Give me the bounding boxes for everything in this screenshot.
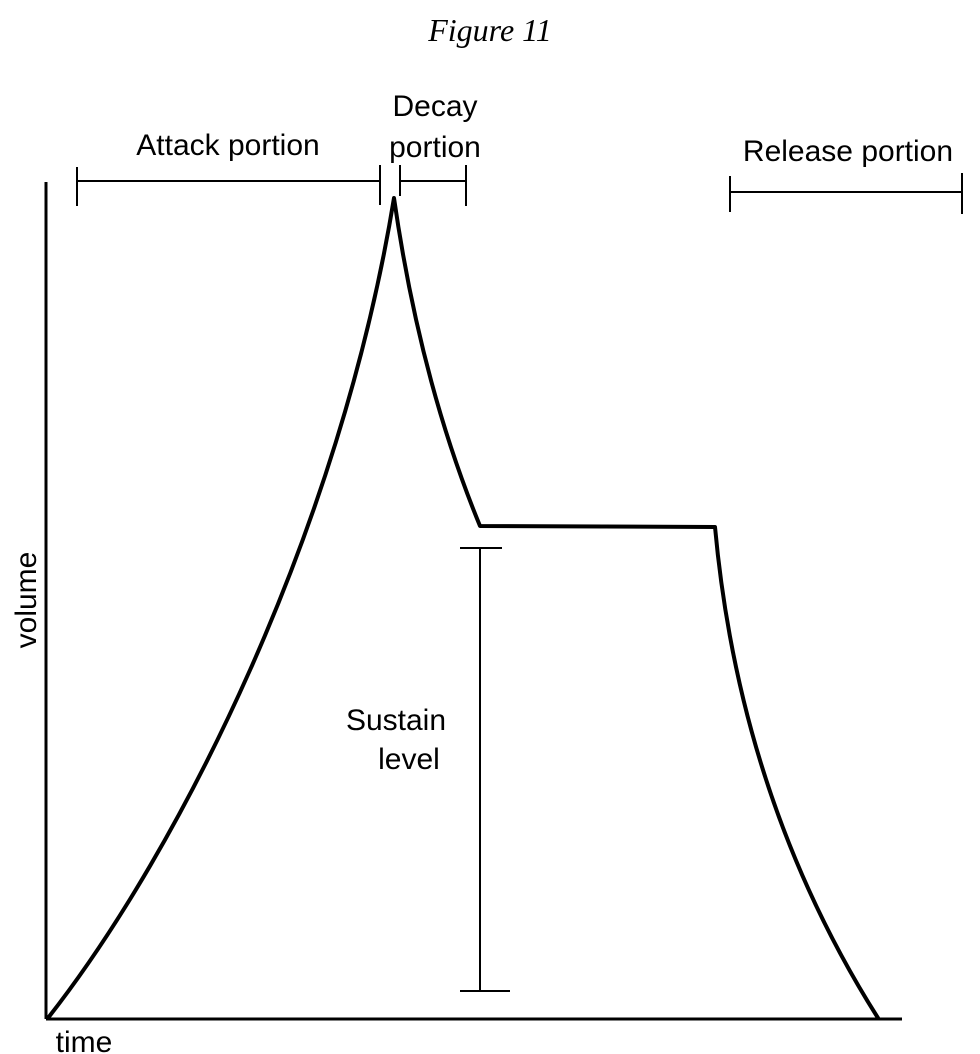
attack-portion-label: Attack portion <box>136 129 319 162</box>
sustain-level-label-line2: level <box>378 743 440 776</box>
y-axis-label: volume <box>10 552 43 649</box>
envelope-curve <box>46 196 880 1020</box>
sustain-level-label-line1: Sustain <box>346 704 446 737</box>
sustain-level-bracket <box>460 547 510 992</box>
release-portion-label: Release portion <box>743 135 953 168</box>
figure-title: Figure 11 <box>427 12 552 48</box>
decay-portion-label-line2: portion <box>389 131 481 164</box>
release-portion-bracket <box>729 173 963 214</box>
attack-portion-bracket <box>76 165 381 206</box>
x-axis-label: time <box>56 1026 113 1054</box>
decay-portion-label-line1: Decay <box>392 90 477 123</box>
decay-portion-bracket <box>399 165 467 206</box>
